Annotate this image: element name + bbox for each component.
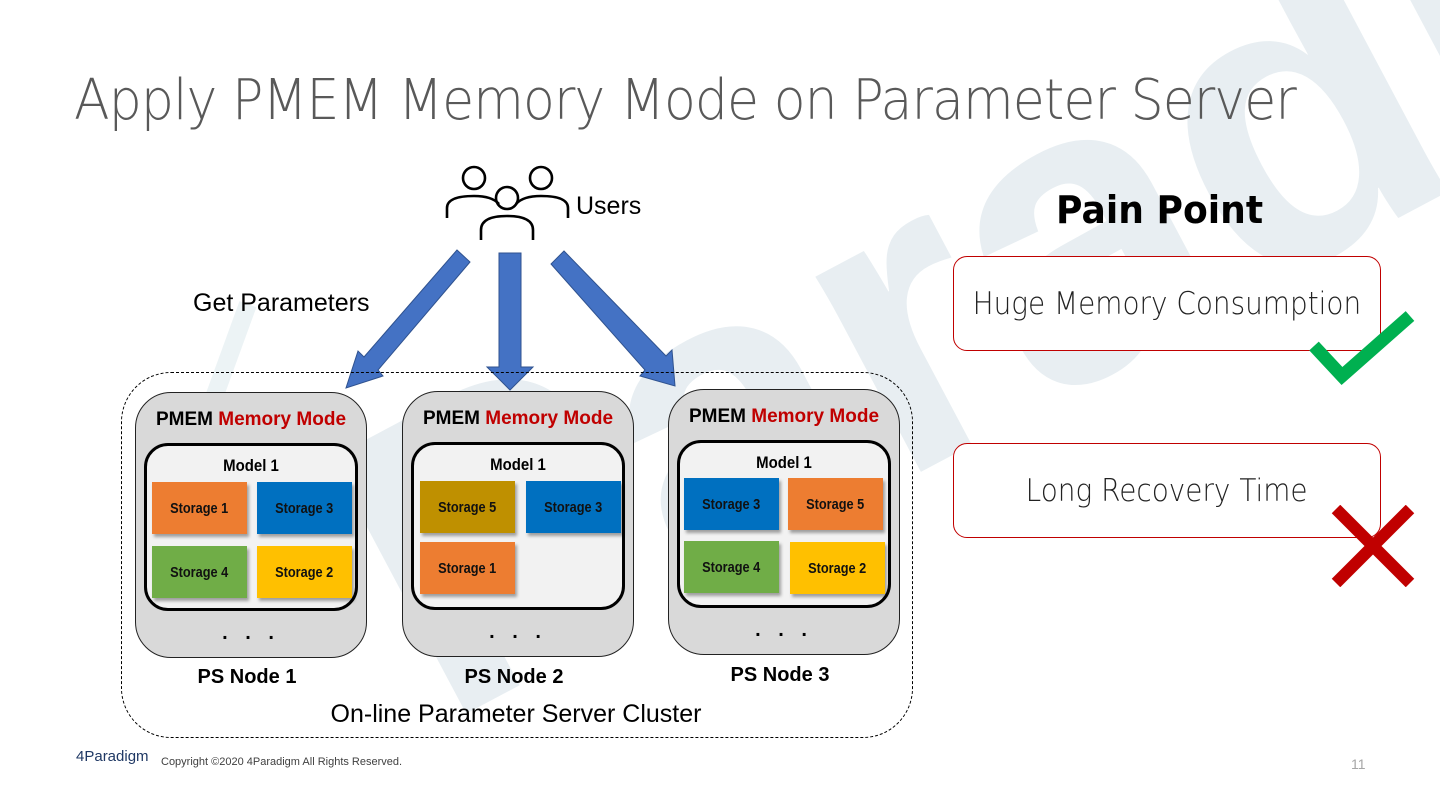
- pain-point-item: Huge Memory Consumption: [953, 256, 1381, 351]
- pain-point-item: Long Recovery Time: [953, 443, 1381, 538]
- more-indicator: . . .: [755, 619, 813, 641]
- storage-block: Storage 5: [420, 481, 515, 533]
- storage-block: Storage 1: [152, 482, 247, 534]
- arrow-to-node-1: [345, 249, 471, 389]
- arrow-to-node-2: [485, 252, 535, 391]
- slide-title: Apply PMEM Memory Mode on Parameter Serv…: [74, 68, 1297, 133]
- model-container: Model 1 Storage 3 Storage 5 Storage 4 St…: [677, 440, 891, 608]
- storage-block: Storage 3: [684, 478, 779, 530]
- node-header: PMEM Memory Mode: [422, 408, 614, 429]
- ps-node-3: PMEM Memory Mode Model 1 Storage 3 Stora…: [668, 389, 900, 655]
- more-indicator: . . .: [222, 622, 280, 644]
- copyright-text: Copyright ©2020 4Paradigm All Rights Res…: [161, 756, 403, 768]
- storage-block: Storage 3: [526, 481, 621, 533]
- cluster-label: On-line Parameter Server Cluster: [330, 700, 702, 728]
- users-icon: [445, 165, 570, 240]
- storage-block: Storage 2: [790, 542, 885, 594]
- users-label: Users: [576, 192, 642, 220]
- node-label: PS Node 3: [730, 664, 830, 686]
- storage-block: Storage 5: [788, 478, 883, 530]
- arrow-to-node-3: [550, 250, 676, 387]
- ps-node-1: PMEM Memory Mode Model 1 Storage 1 Stora…: [135, 392, 367, 658]
- node-header: PMEM Memory Mode: [688, 406, 880, 427]
- storage-block: Storage 2: [257, 546, 352, 598]
- edge-label: Get Parameters: [193, 289, 370, 317]
- ps-node-2: PMEM Memory Mode Model 1 Storage 5 Stora…: [402, 391, 634, 657]
- company-logo: 4Paradigm: [76, 748, 149, 765]
- parameter-server-cluster: [121, 372, 913, 738]
- node-label: PS Node 1: [197, 666, 297, 688]
- node-header: PMEM Memory Mode: [155, 409, 347, 430]
- storage-block: Storage 4: [152, 546, 247, 598]
- logo-text: 4Paradigm: [76, 748, 149, 765]
- model-label: Model 1: [490, 455, 546, 474]
- pain-point-title: Pain Point: [1056, 188, 1264, 232]
- page-number: 11: [1351, 756, 1366, 772]
- more-indicator: . . .: [489, 621, 547, 643]
- model-container: Model 1 Storage 5 Storage 3 Storage 1: [411, 442, 625, 610]
- storage-block: Storage 4: [684, 541, 779, 593]
- model-container: Model 1 Storage 1 Storage 3 Storage 4 St…: [144, 443, 358, 611]
- model-label: Model 1: [756, 453, 812, 472]
- storage-block: Storage 3: [257, 482, 352, 534]
- model-label: Model 1: [223, 456, 279, 475]
- check-icon: [1309, 311, 1415, 386]
- node-label: PS Node 2: [464, 666, 564, 688]
- storage-block: Storage 1: [420, 542, 515, 594]
- cross-icon: [1331, 505, 1415, 587]
